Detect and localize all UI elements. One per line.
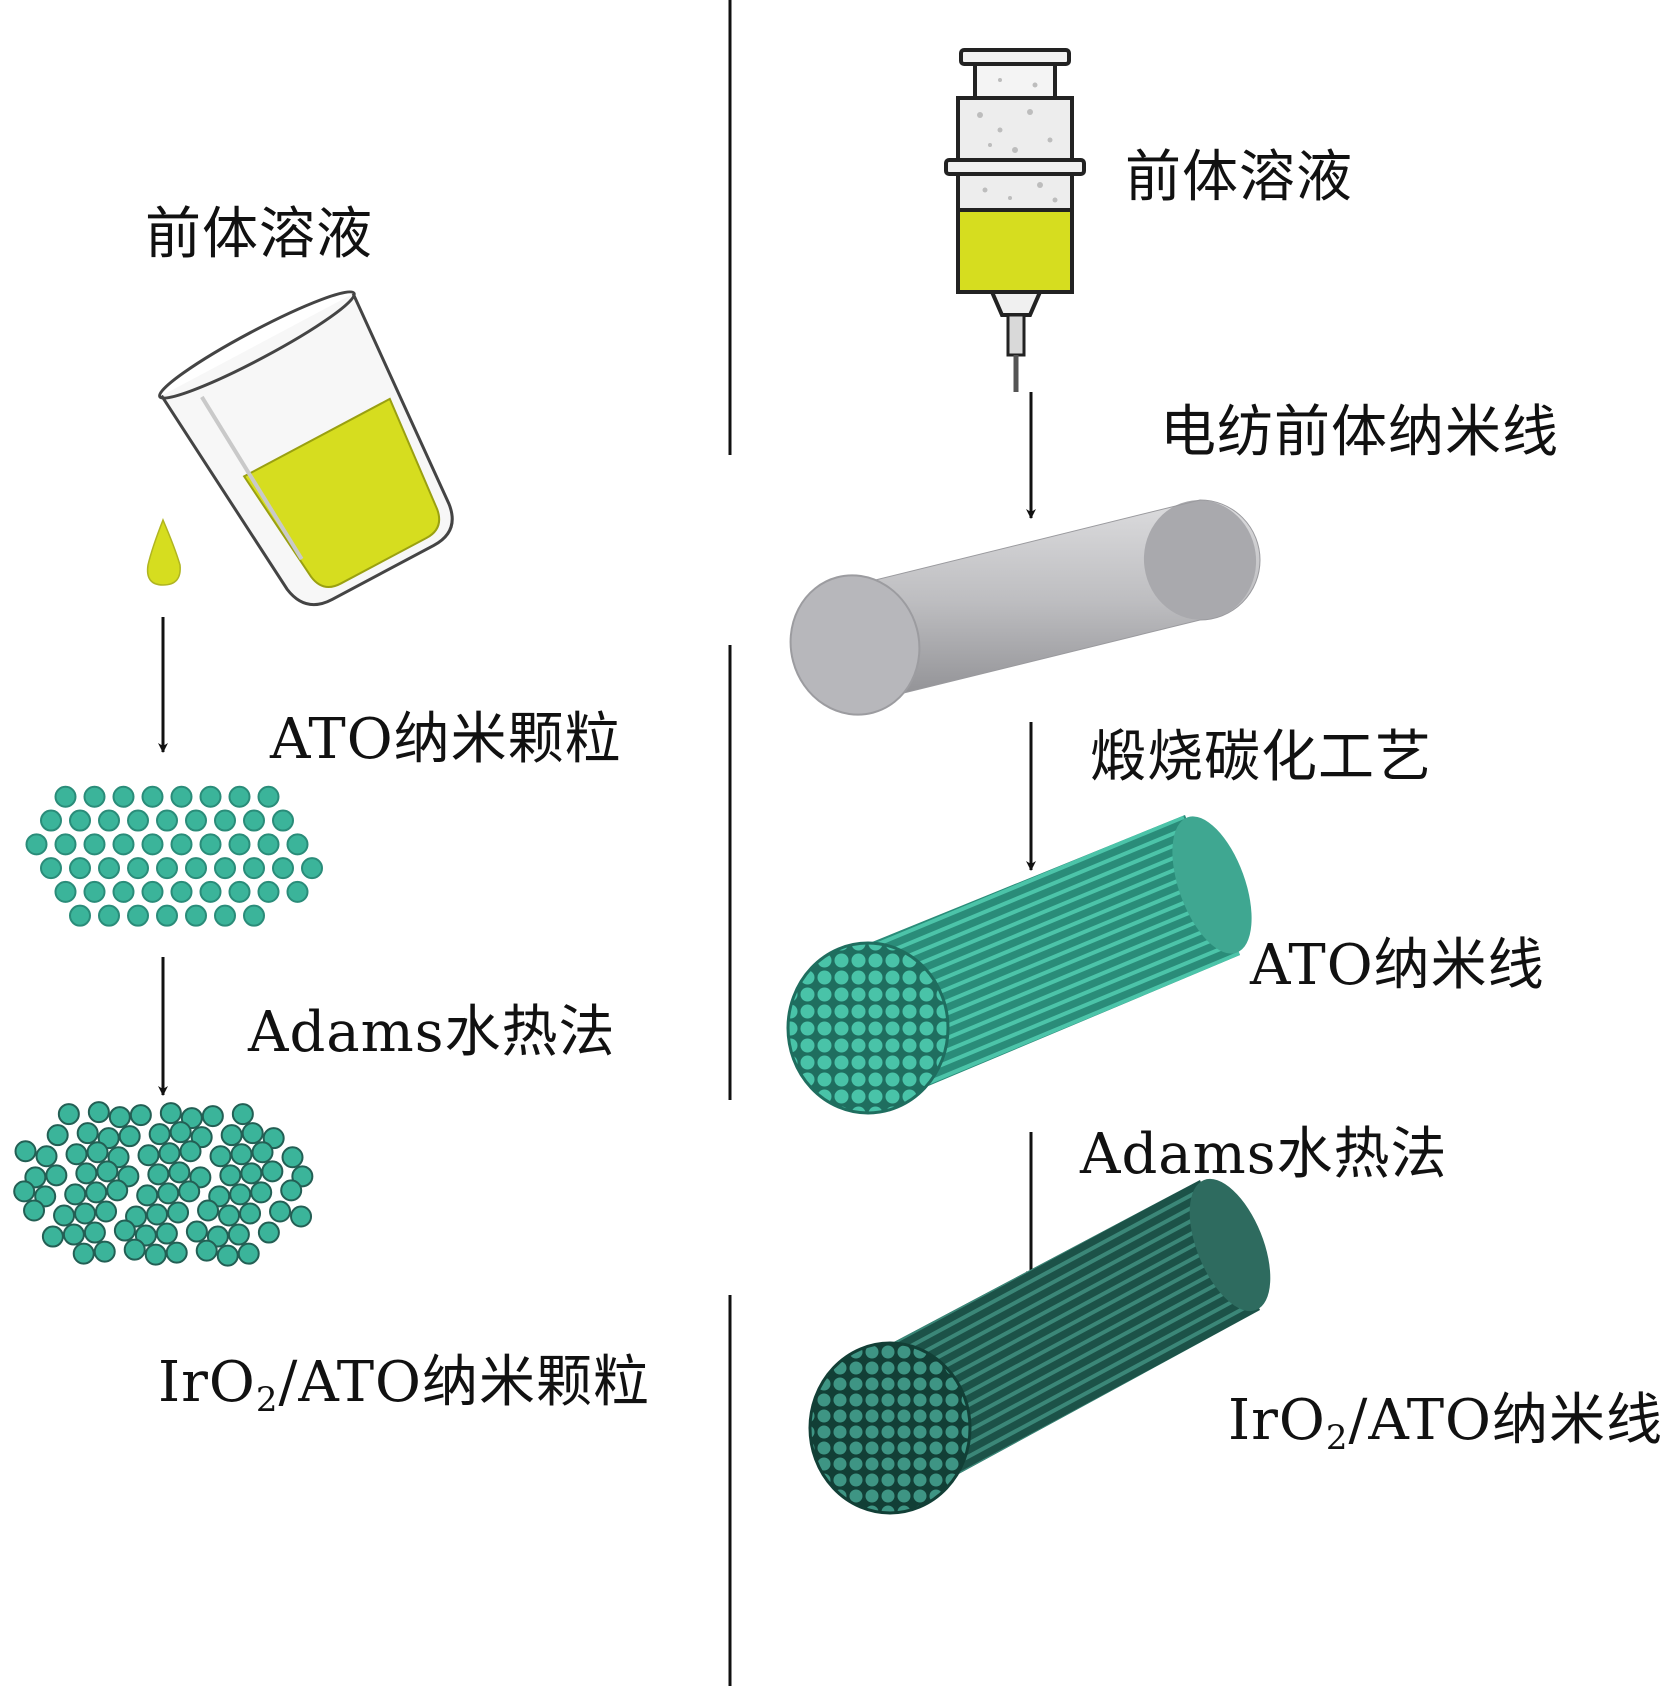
left-product-label: IrO2/ATO纳米颗粒 (158, 1355, 650, 1411)
left-product-suffix: /ATO纳米颗粒 (278, 1350, 650, 1415)
right-product-prefix: IrO (1228, 1388, 1326, 1453)
ato-nanowire-icon (788, 806, 1268, 1113)
left-product-subscript: 2 (256, 1380, 279, 1420)
left-product-prefix: IrO (158, 1350, 256, 1415)
left-precursor-label: 前体溶液 (145, 207, 373, 263)
right-precursor-label: 前体溶液 (1125, 150, 1353, 206)
left-ato-nanoparticle-label: ATO纳米颗粒 (270, 712, 622, 768)
precursor-nanowire-icon (775, 493, 1264, 729)
iro2-ato-nanoparticle-cluster-icon (14, 1102, 312, 1266)
left-adams-method-label: Adams水热法 (248, 1005, 616, 1061)
syringe-icon (946, 50, 1084, 392)
right-electrospun-label: 电纺前体纳米线 (1160, 405, 1559, 461)
iro2-ato-nanowire-icon (810, 1168, 1287, 1513)
right-calcination-label: 煅烧碳化工艺 (1090, 730, 1432, 786)
beaker-icon (148, 281, 477, 626)
right-product-subscript: 2 (1326, 1418, 1349, 1458)
ato-nanoparticle-cluster-icon (27, 787, 323, 926)
right-adams-method-label: Adams水热法 (1080, 1127, 1448, 1183)
right-product-label: IrO2/ATO纳米线 (1228, 1393, 1663, 1449)
right-product-suffix: /ATO纳米线 (1348, 1388, 1663, 1453)
right-ato-nanowire-label: ATO纳米线 (1250, 938, 1545, 994)
